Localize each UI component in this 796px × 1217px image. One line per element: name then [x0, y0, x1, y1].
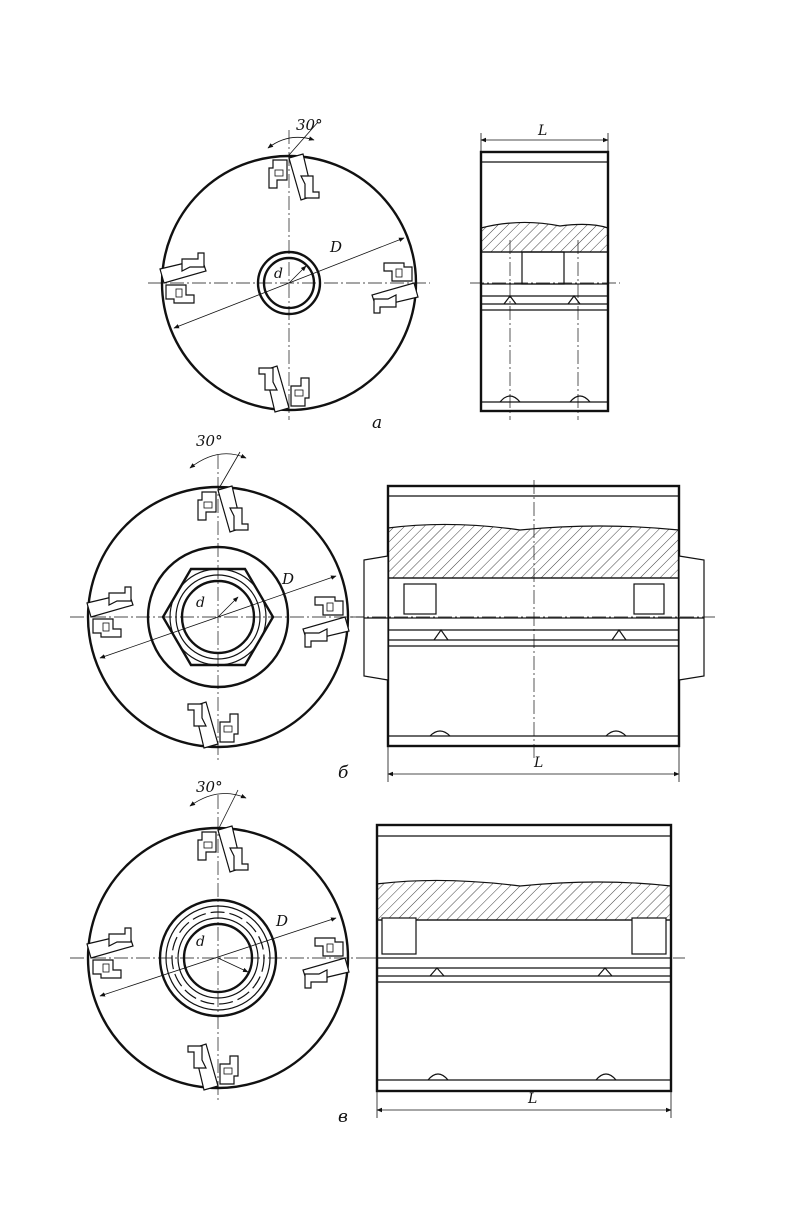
knife-left: [86, 927, 134, 979]
bore-label: d: [196, 595, 205, 611]
angle-leader: [288, 121, 319, 156]
figure-caption: в: [338, 1107, 348, 1127]
screw-heads-lower: [499, 395, 591, 403]
figure-caption: б: [338, 763, 349, 783]
angle-label: 30°: [196, 778, 223, 796]
knife-bottom: [187, 1043, 239, 1091]
figure-v-front-view: 30° D d в: [70, 778, 365, 1127]
screw-heads: [429, 967, 613, 977]
diameter-dimension-line: [99, 917, 337, 997]
knife-bottom: [258, 365, 310, 413]
knife-right: [371, 262, 419, 314]
section-hatch: [480, 221, 609, 253]
angle-arc: [189, 793, 247, 807]
knife-right: [302, 937, 350, 989]
length-label: L: [537, 123, 547, 139]
figure-v-side-view: L: [365, 823, 685, 1118]
figure-b-side-view: L: [350, 480, 715, 782]
knife-top: [268, 153, 320, 201]
figure-a-side-view: L: [470, 123, 620, 420]
section-hatch: [387, 523, 680, 579]
diameter-label: D: [281, 570, 294, 588]
knife-left: [159, 252, 207, 304]
knife-right: [302, 596, 350, 648]
hub: [521, 251, 565, 285]
body-outline: [479, 150, 610, 413]
angle-label: 30°: [296, 116, 323, 134]
figure-v: 30° D d в L: [70, 778, 685, 1127]
screw-heads: [433, 628, 627, 641]
bore-label: d: [274, 266, 283, 282]
screw-heads-lower: [427, 1073, 617, 1081]
diameter-label: D: [329, 238, 342, 256]
length-label: L: [527, 1091, 537, 1107]
figure-b-front-view: 30° D d б: [70, 432, 365, 783]
knife-left: [86, 586, 134, 638]
section-hatch: [376, 879, 672, 921]
knife-bottom: [187, 701, 239, 749]
angle-arc: [267, 136, 315, 149]
figure-a: 30° D d а L: [148, 116, 620, 433]
angle-arc: [189, 453, 247, 469]
figure-caption: а: [372, 413, 382, 433]
bore-label: d: [196, 934, 205, 950]
bore-radius-line: [288, 265, 307, 284]
knife-top: [197, 485, 249, 533]
length-label: L: [533, 755, 543, 771]
screw-heads-lower: [429, 730, 627, 737]
figure-b: 30° D d б L: [70, 432, 715, 783]
diameter-label: D: [275, 912, 288, 930]
screw-heads: [503, 295, 581, 305]
angle-label: 30°: [196, 432, 223, 450]
knife-top: [197, 825, 249, 873]
figure-a-front-view: 30° D d а: [148, 116, 430, 433]
